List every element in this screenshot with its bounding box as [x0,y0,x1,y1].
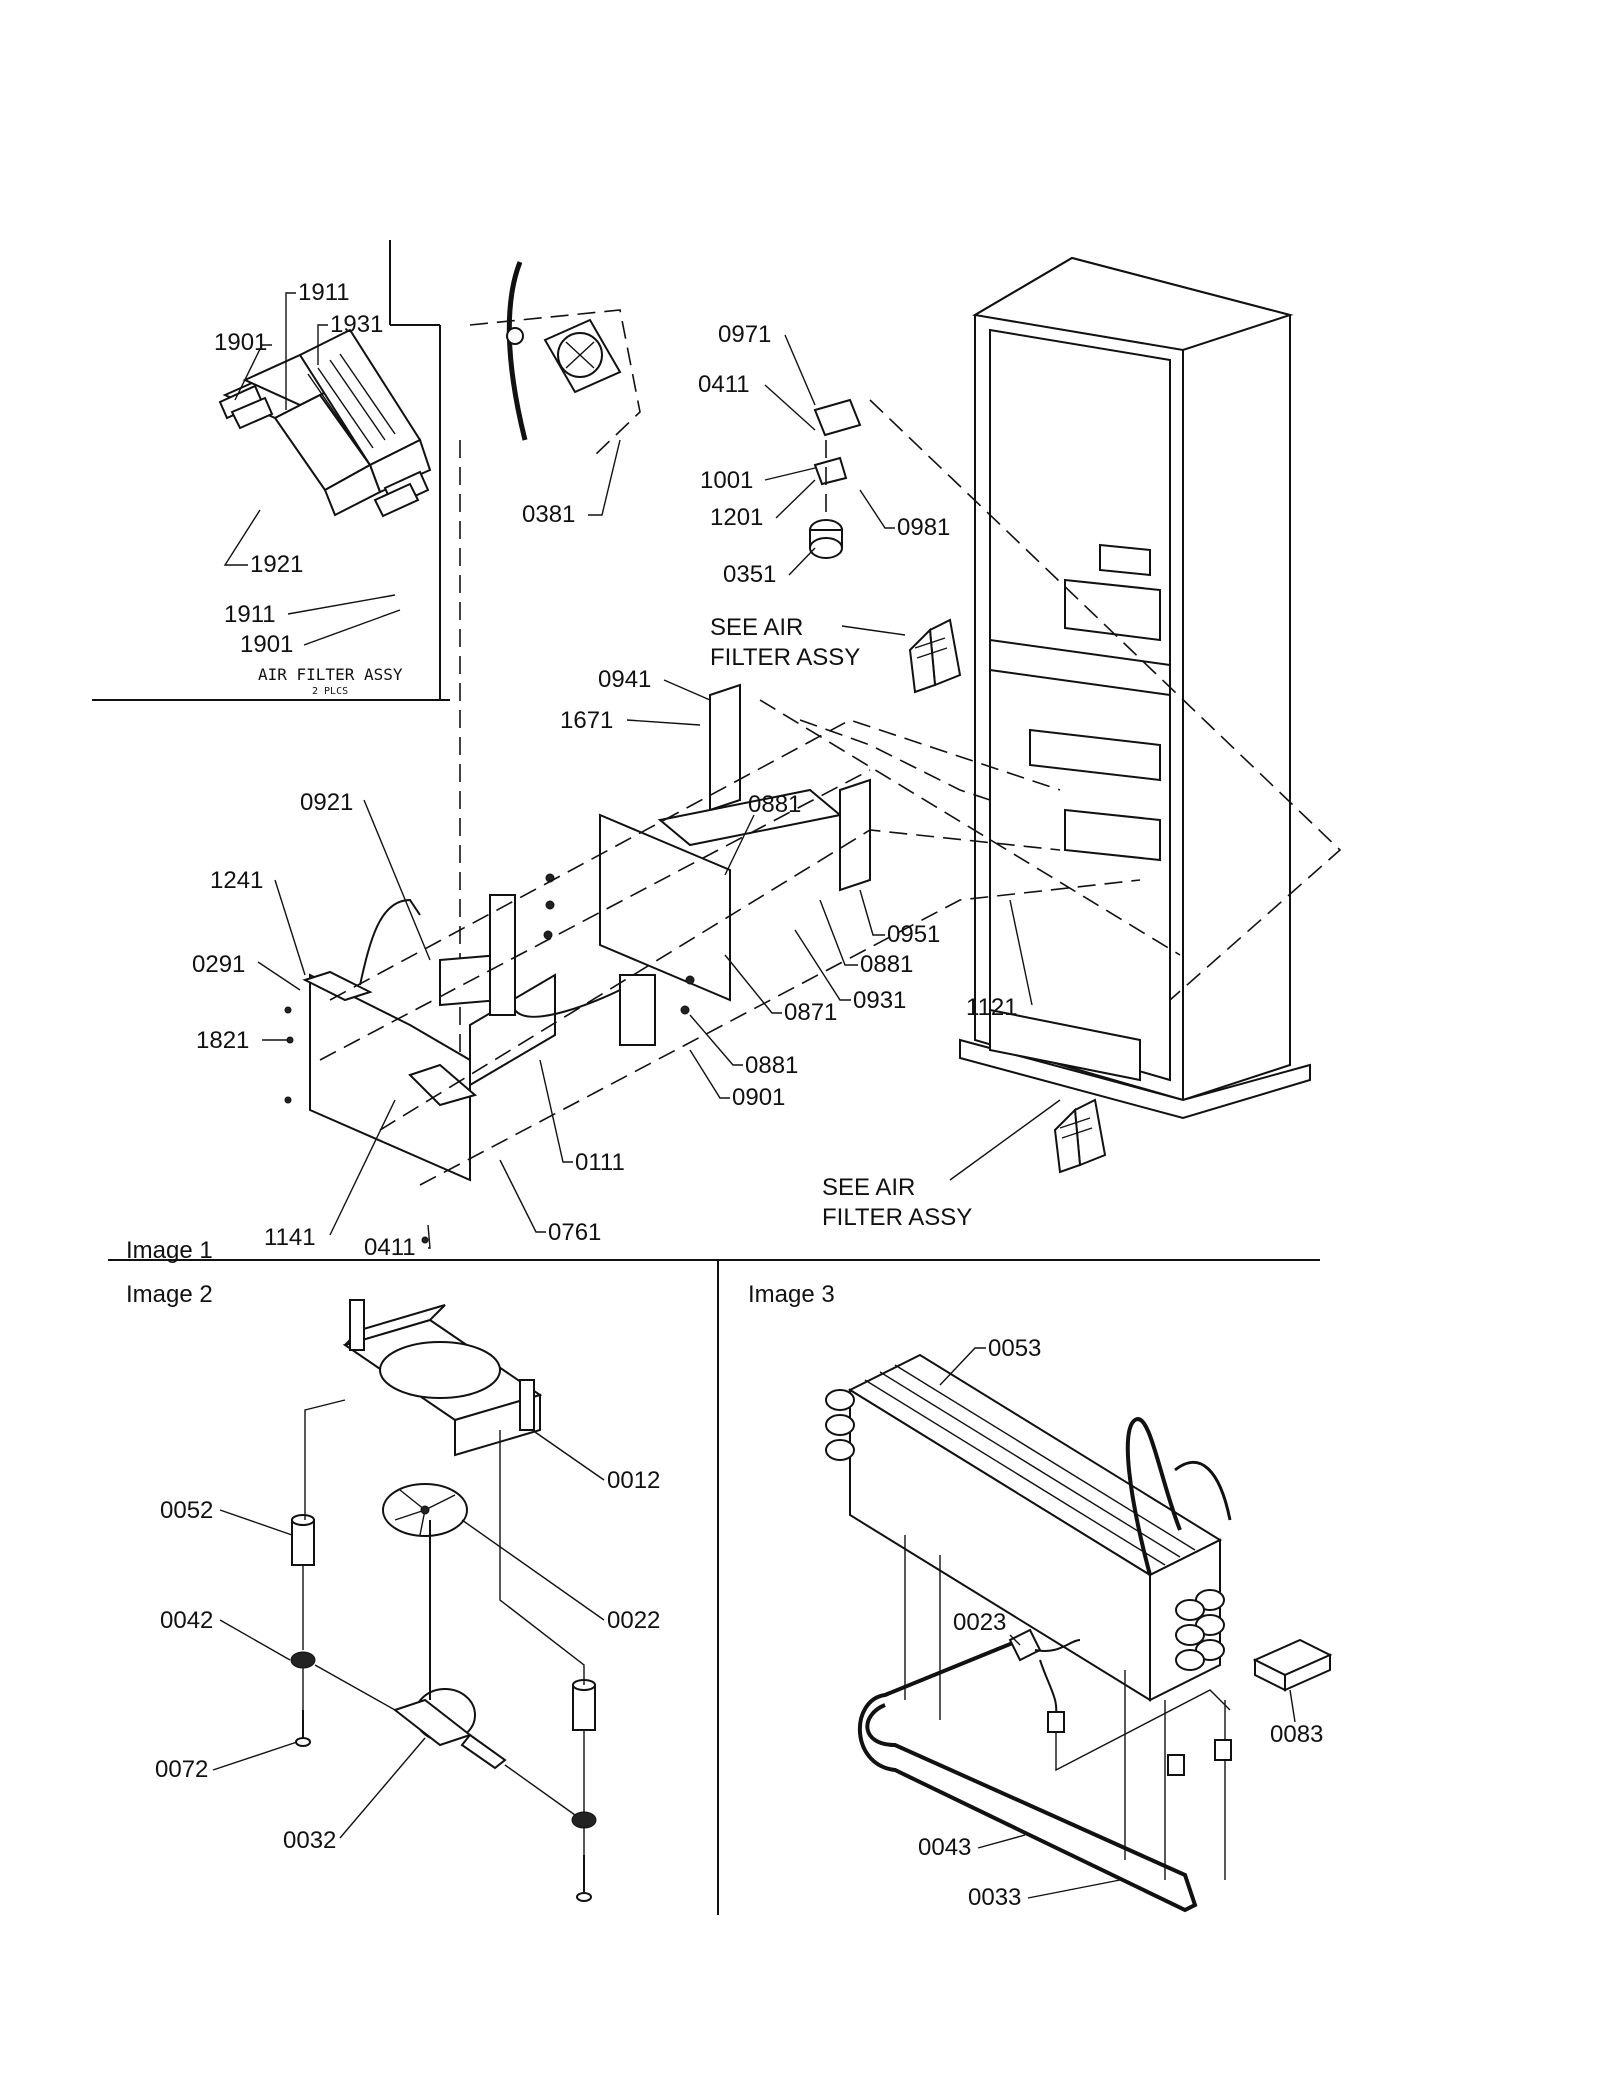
callout-0023: 0023 [953,1609,1006,1636]
air-filter-widget-lower [1053,1098,1107,1174]
callout-1001: 1001 [700,467,753,494]
callout-0033: 0033 [968,1884,1021,1911]
callout-0072: 0072 [155,1756,208,1783]
callout-0951: 0951 [887,921,940,948]
wiring-harness [359,898,621,1018]
fan-blade-part [382,1483,468,1537]
image3-leader-lines [939,1347,1296,1899]
callout-1671: 1671 [560,707,613,734]
callout-0022: 0022 [607,1607,660,1634]
callout-0411: 0411 [698,371,750,398]
air-filter-assembly-inset: AIR FILTER ASSY 2 PLCS [218,328,432,697]
terminal-block-part [1252,1638,1333,1692]
fan-shroud-part [342,1299,543,1457]
callout-0981: 0981 [897,514,950,541]
callout-1921: 1921 [250,551,303,578]
callout-0941: 0941 [598,666,651,693]
callout-0881: 0881 [748,791,801,818]
callout-1911: 1911 [298,279,350,306]
callout-0871: 0871 [784,999,837,1026]
callout-0931: 0931 [853,987,906,1014]
callout-0043: 0043 [918,1834,971,1861]
see-air-filter-upper-line2: FILTER ASSY [710,644,860,671]
callout-0351: 0351 [723,561,776,588]
defrost-thermostat-part [1008,1628,1232,1776]
panel-label-image3: Image 3 [748,1281,835,1308]
callout-0012: 0012 [607,1467,660,1494]
callout-0881c: 0881 [745,1052,798,1079]
air-filter-part [218,328,432,518]
evaporator-assembly [825,1353,1333,1913]
image3-callouts: Image 3 0053 0023 0083 0043 0033 [748,1281,1323,1911]
assembly-guide-lines [319,399,1342,1186]
callout-1141: 1141 [264,1224,316,1251]
callout-0971: 0971 [718,321,771,348]
callout-1121: 1121 [966,994,1018,1021]
image2-leader-lines [212,1431,605,1839]
filter-grille [307,353,396,455]
callout-0083: 0083 [1270,1721,1323,1748]
fan-motor-part [392,1520,507,1770]
air-filter-inset-sub: 2 PLCS [312,686,348,697]
image1-callouts: 1911 1931 1901 1921 1911 1901 0381 0971 … [126,279,1018,1264]
callout-1901: 1901 [214,329,267,356]
callout-0052: 0052 [160,1497,213,1524]
callout-0881b: 0881 [860,951,913,978]
coil-return-bends [825,1389,1225,1671]
callout-1821: 1821 [196,1027,249,1054]
callout-0042: 0042 [160,1607,213,1634]
bracket-assembly [809,398,862,559]
callout-0111: 0111 [575,1149,625,1176]
evaporator-coil-part [825,1353,1232,1702]
air-filter-widget-upper [908,618,962,694]
callout-1241: 1241 [210,867,263,894]
defrost-heater-part [857,1535,1226,1913]
fasteners [284,873,695,1244]
see-air-filter-lower-line1: SEE AIR [822,1174,915,1201]
callout-1901b: 1901 [240,631,293,658]
callout-1201: 1201 [710,504,763,531]
callout-1911b: 1911 [224,601,276,628]
callout-0921: 0921 [300,789,353,816]
callout-0291: 0291 [192,951,245,978]
grommets-and-screws [290,1514,597,1902]
callout-0381: 0381 [522,501,575,528]
see-air-filter-upper-line1: SEE AIR [710,614,803,641]
callout-1931: 1931 [330,311,383,338]
callout-0032: 0032 [283,1827,336,1854]
see-air-filter-lower-line2: FILTER ASSY [822,1204,972,1231]
image2-callouts: Image 2 0012 0052 0022 0042 0072 0032 [126,1281,660,1854]
panel-label-image2: Image 2 [126,1281,213,1308]
callout-0901: 0901 [732,1084,785,1111]
callout-0761: 0761 [548,1219,601,1246]
callout-0053: 0053 [988,1335,1041,1362]
image2-guide-lines [302,1399,585,1855]
refrigerator-cabinet [959,256,1311,1120]
fan-motor-assembly [290,1299,597,1902]
callout-0411b: 0411 [364,1234,416,1261]
air-filter-inset-caption: AIR FILTER ASSY [258,665,403,684]
image1-leader-lines [223,292,1061,1249]
panel-dividers [92,240,1320,1915]
panel-label-image1: Image 1 [126,1237,213,1264]
evaporator-cover-panels [302,683,871,1182]
